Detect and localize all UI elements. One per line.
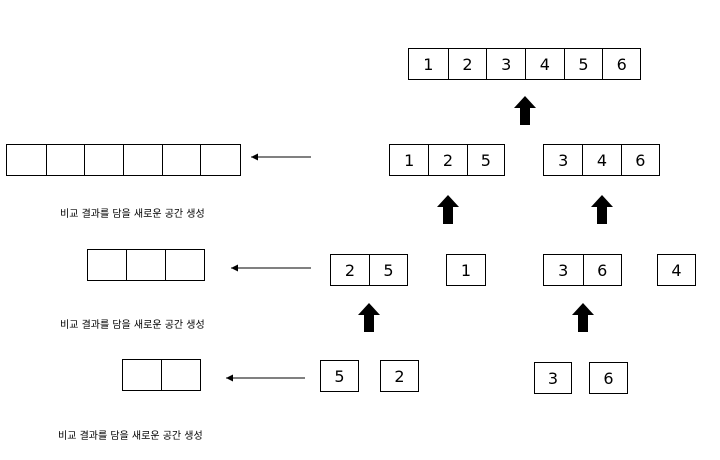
up-arrow-lower-left <box>358 303 380 332</box>
array-cell: 6 <box>602 49 640 79</box>
array-cell: 4 <box>671 260 682 280</box>
array-cell: 2 <box>428 145 466 175</box>
empty-space-6 <box>6 144 241 176</box>
caption-row-2: 비교 결과를 담을 새로운 공간 생성 <box>60 209 205 220</box>
empty-cell <box>161 360 200 390</box>
array-cell: 6 <box>620 145 659 175</box>
caption-row-4: 비교 결과를 담을 새로운 공간 생성 <box>58 431 203 442</box>
empty-cell <box>84 145 123 175</box>
empty-space-3 <box>87 249 205 281</box>
single-array-3: 3 <box>534 362 572 394</box>
up-arrow-left <box>437 195 459 224</box>
array-cell: 5 <box>334 366 345 386</box>
array-cell: 3 <box>558 150 569 170</box>
caption-row-3: 비교 결과를 담을 새로운 공간 생성 <box>60 320 205 331</box>
array-cell: 2 <box>394 366 405 386</box>
empty-cell <box>45 145 85 175</box>
array-cell: 3 <box>547 368 559 388</box>
empty-cell <box>164 250 204 280</box>
empty-cell <box>126 250 164 280</box>
empty-cell <box>161 145 201 175</box>
array-cell: 2 <box>344 260 356 280</box>
merged-array-left: 1 2 5 <box>389 144 505 176</box>
empty-cell <box>123 145 162 175</box>
up-arrow-lower-right <box>572 303 594 332</box>
array-cell: 1 <box>423 54 434 74</box>
array-cell: 5 <box>466 145 504 175</box>
array-cell: 1 <box>404 150 415 170</box>
single-array-6: 6 <box>589 362 628 394</box>
single-array-4: 4 <box>657 254 696 286</box>
array-cell: 2 <box>447 49 487 79</box>
pair-array-25: 2 5 <box>330 254 408 286</box>
array-cell: 3 <box>486 49 525 79</box>
up-arrow-top <box>514 96 536 125</box>
array-cell: 6 <box>603 368 614 388</box>
merged-array-right: 3 4 6 <box>543 144 660 176</box>
array-cell: 1 <box>460 260 472 280</box>
single-array-5: 5 <box>320 360 359 392</box>
up-arrow-right <box>591 195 613 224</box>
merged-array-full: 1 2 3 4 5 6 <box>408 48 641 80</box>
pair-array-36: 3 6 <box>543 254 622 286</box>
single-array-2: 2 <box>380 360 419 392</box>
array-cell: 5 <box>368 255 407 285</box>
array-cell: 5 <box>563 49 603 79</box>
empty-space-2 <box>122 359 201 391</box>
array-cell: 4 <box>582 145 620 175</box>
array-cell: 6 <box>582 255 622 285</box>
array-cell: 4 <box>525 49 564 79</box>
array-cell: 3 <box>558 260 569 280</box>
single-array-1: 1 <box>446 254 486 286</box>
empty-cell <box>200 145 240 175</box>
